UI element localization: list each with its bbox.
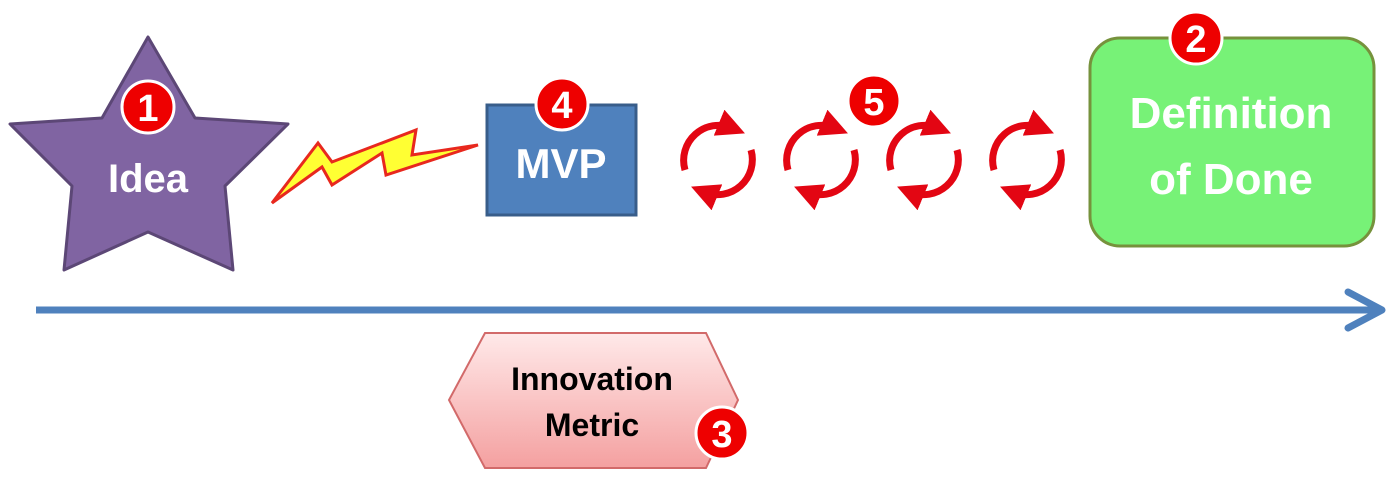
mvp-label: MVP	[515, 140, 606, 187]
definition-of-done-box: Definition of Done	[1088, 36, 1376, 248]
cycle-arrows-icon	[783, 109, 859, 211]
badge-4-number: 4	[551, 85, 572, 127]
metric-label-line2: Metric	[545, 407, 639, 443]
timeline-arrow	[36, 288, 1386, 332]
cycle-arrows-icon	[886, 109, 962, 211]
badge-3-number: 3	[711, 414, 732, 456]
badge-2-number: 2	[1185, 19, 1206, 61]
done-label-line2: of Done	[1149, 155, 1313, 204]
cycle-arrows-icon	[989, 109, 1065, 211]
badge-4: 4	[534, 76, 590, 132]
badge-3: 3	[694, 405, 750, 461]
cycle-arrows-icon	[680, 109, 756, 211]
badge-5-number: 5	[863, 82, 884, 124]
iteration-cycles	[680, 109, 1065, 211]
idea-star: Idea	[8, 35, 290, 272]
badge-2: 2	[1168, 10, 1224, 66]
metric-label-line1: Innovation	[511, 361, 673, 397]
star-shape	[8, 35, 290, 272]
done-label-line1: Definition	[1130, 89, 1333, 138]
badge-5: 5	[846, 73, 902, 129]
lightning-bolt-icon	[270, 127, 479, 205]
idea-label: Idea	[108, 157, 189, 201]
innovation-metric-shape: Innovation Metric	[447, 332, 740, 469]
badge-1: 1	[120, 79, 176, 135]
badge-1-number: 1	[137, 88, 158, 130]
